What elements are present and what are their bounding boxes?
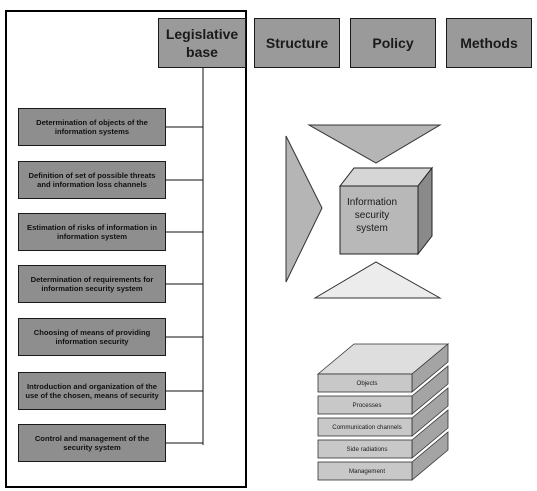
step-box-4: Determination of requirements for inform… [18, 265, 166, 303]
tab-structure-label: Structure [265, 34, 329, 51]
step-box-1: Determination of objects of the informat… [18, 108, 166, 146]
tab-methods-label: Methods [460, 34, 518, 51]
step-box-2: Definition of set of possible threats an… [18, 161, 166, 199]
cube-label: Information security system [346, 197, 398, 234]
step-label-3: Estimation of risks of information in in… [27, 222, 157, 241]
step-label-5: Choosing of means of providing informati… [33, 327, 151, 346]
tab-policy[interactable]: Policy [350, 18, 436, 68]
step-label-1: Determination of objects of the informat… [36, 117, 148, 136]
step-box-3: Estimation of risks of information in in… [18, 213, 166, 251]
step-box-6: Introduction and organization of the use… [18, 372, 166, 410]
layer-stack [316, 343, 450, 481]
arrow-down-shape [307, 124, 442, 164]
layer-label-objects: Objects [356, 379, 378, 387]
arrow-up-shape [313, 261, 442, 299]
layer-label-processes: Processes [352, 401, 382, 409]
step-box-7: Control and management of the security s… [18, 424, 166, 462]
arrow-right-shape [285, 135, 323, 283]
cube-front-face [339, 185, 419, 255]
cube-top-face [338, 167, 434, 187]
tab-structure[interactable]: Structure [254, 18, 340, 68]
tab-legislative-base-label: Legislative base [165, 26, 239, 61]
tab-policy-label: Policy [372, 34, 414, 51]
tab-methods[interactable]: Methods [446, 18, 532, 68]
legislative-frame [5, 10, 247, 488]
step-label-6: Introduction and organization of the use… [25, 381, 159, 400]
step-label-7: Control and management of the security s… [34, 433, 150, 452]
step-box-5: Choosing of means of providing informati… [18, 318, 166, 356]
step-label-2: Definition of set of possible threats an… [28, 170, 156, 189]
layer-label-communication-channels: Communication channels [332, 423, 402, 431]
layer-label-side-radiations: Side radiations [346, 445, 388, 453]
tab-legislative-base[interactable]: Legislative base [158, 18, 246, 68]
layer-label-management: Management [348, 467, 386, 475]
step-label-4: Determination of requirements for inform… [30, 274, 154, 293]
